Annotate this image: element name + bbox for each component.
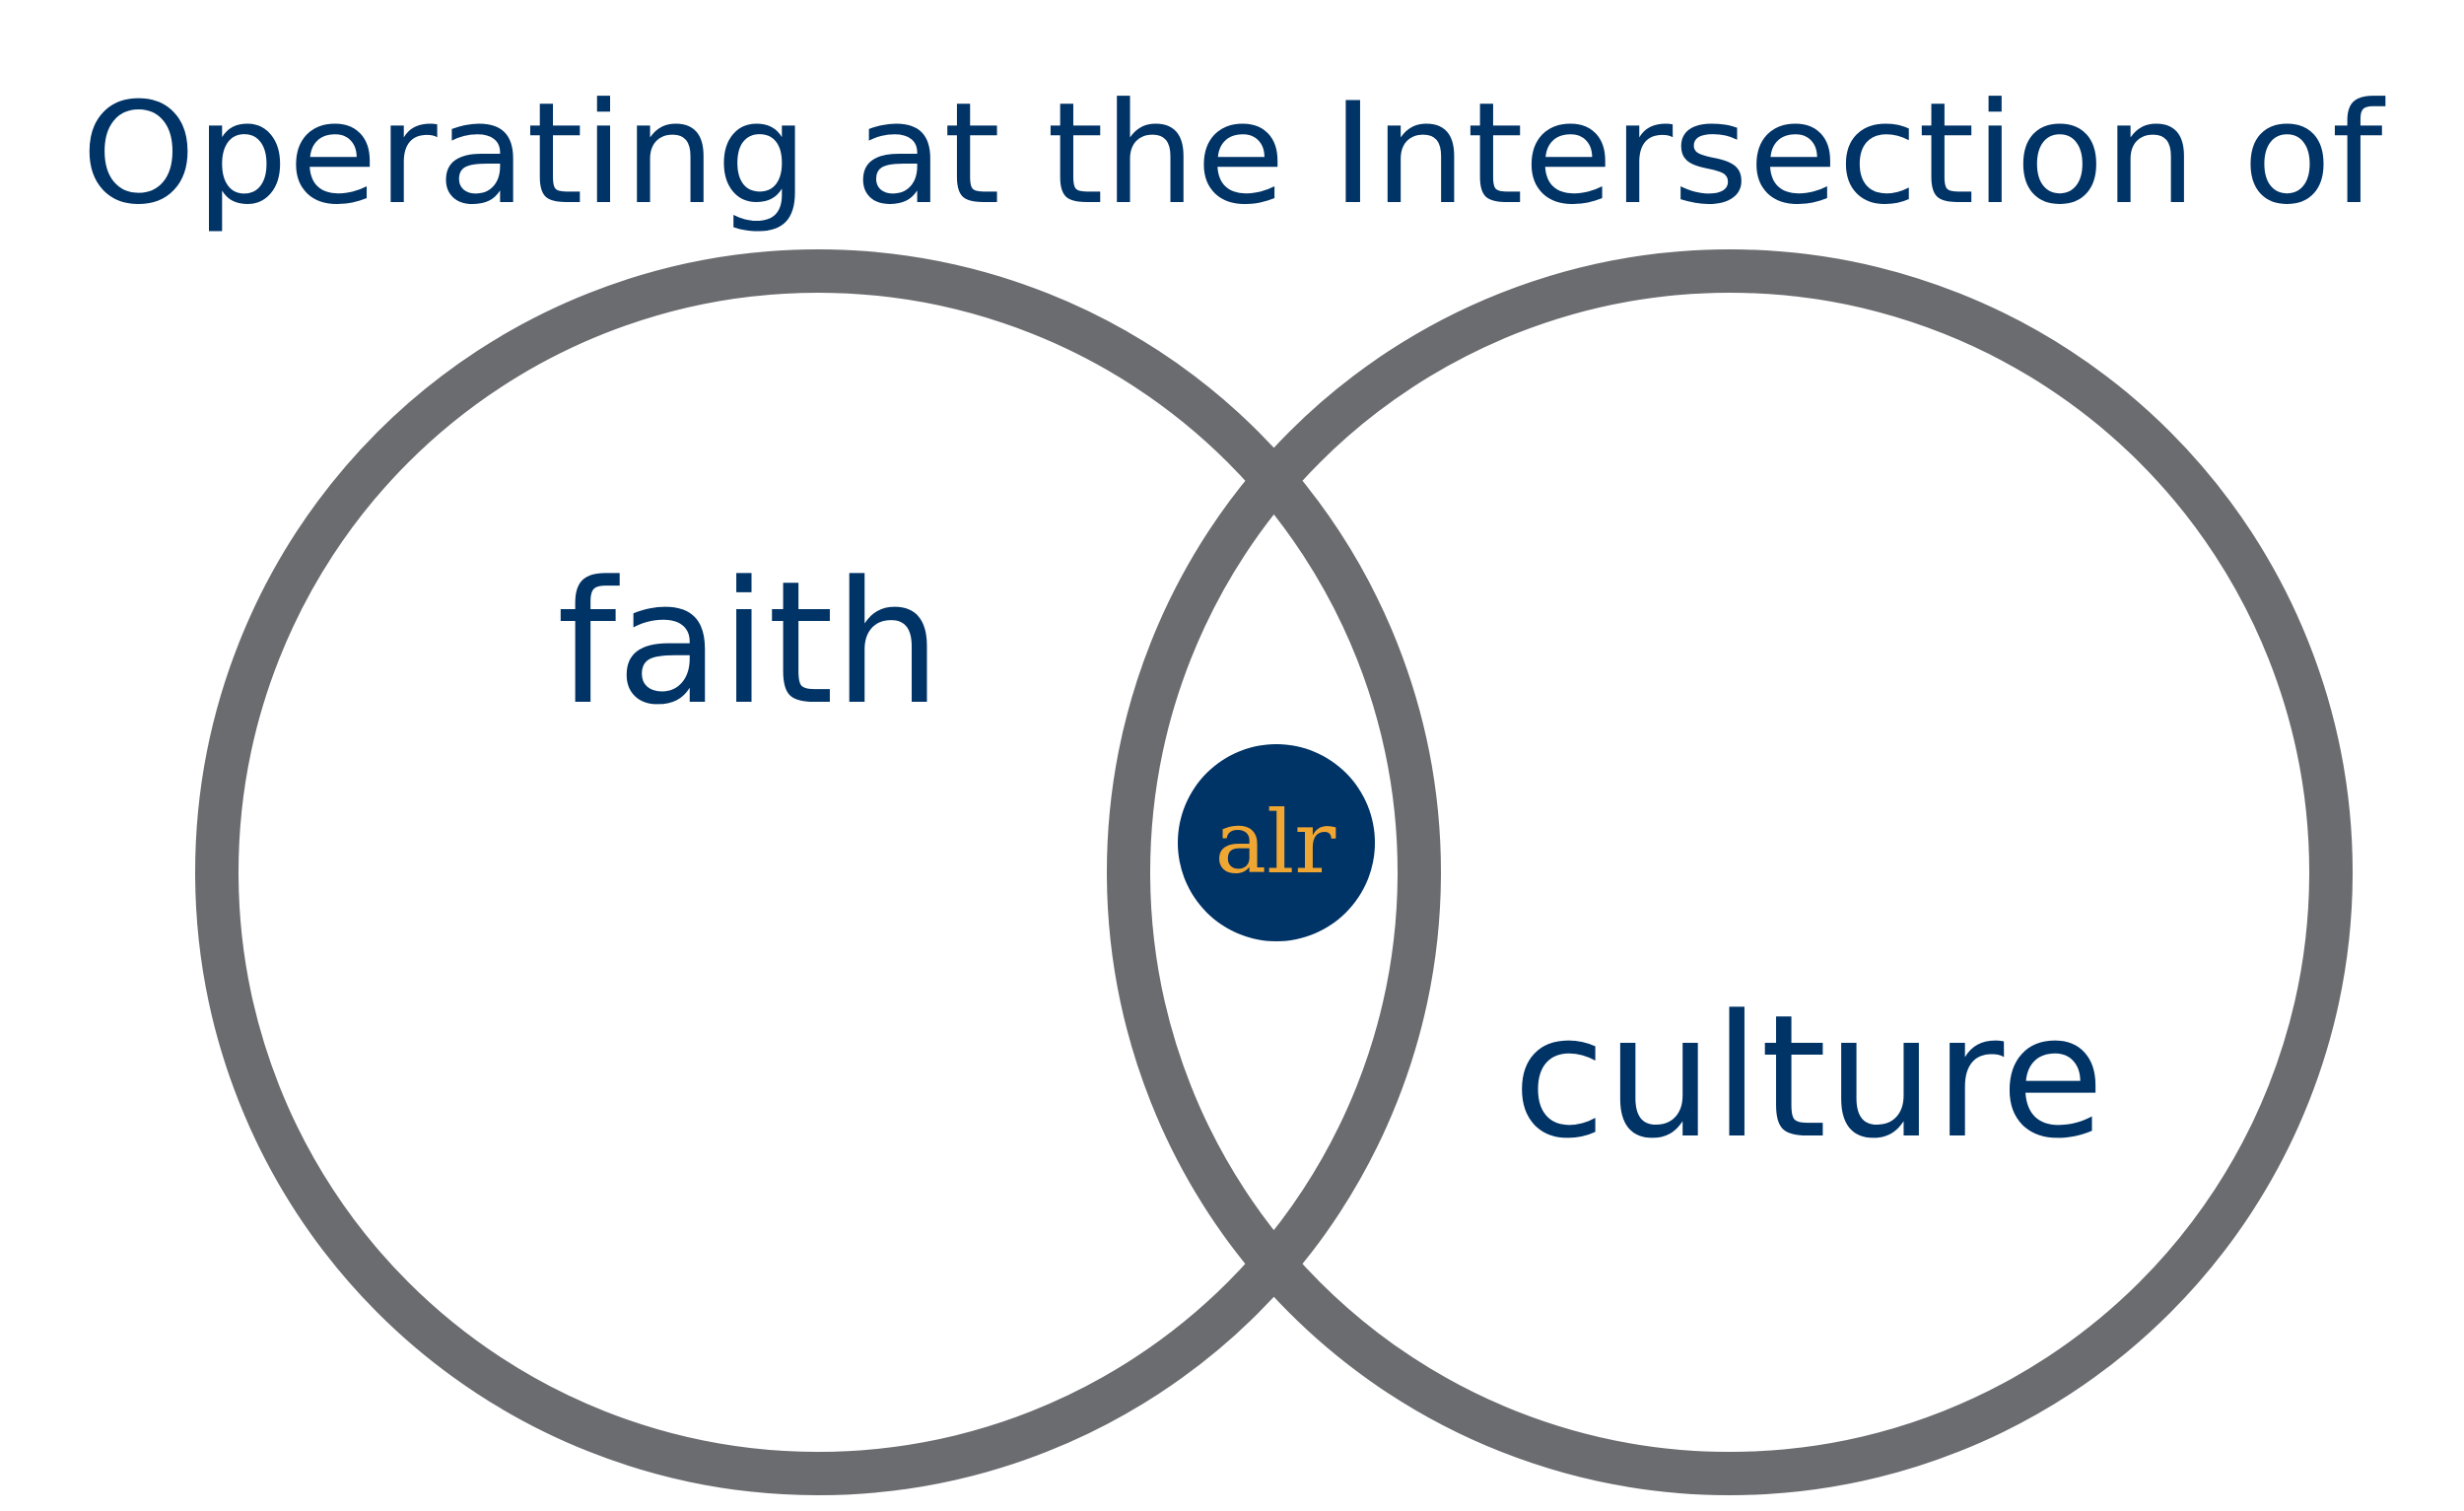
alr-logo: alr	[1178, 744, 1375, 941]
logo-letter-a: a	[1215, 791, 1266, 893]
set-label-culture: culture	[1513, 978, 2105, 1176]
diagram-title: Operating at the Intersection of	[82, 73, 2386, 236]
logo-badge	[1178, 744, 1375, 941]
logo-letter-l: l	[1266, 791, 1294, 893]
logo-letter-r: r	[1294, 791, 1336, 893]
logo-wordmark: alr	[1215, 791, 1337, 893]
right-circle	[1107, 249, 2353, 1495]
set-label-faith: faith	[557, 544, 941, 742]
left-circle	[195, 249, 1441, 1495]
